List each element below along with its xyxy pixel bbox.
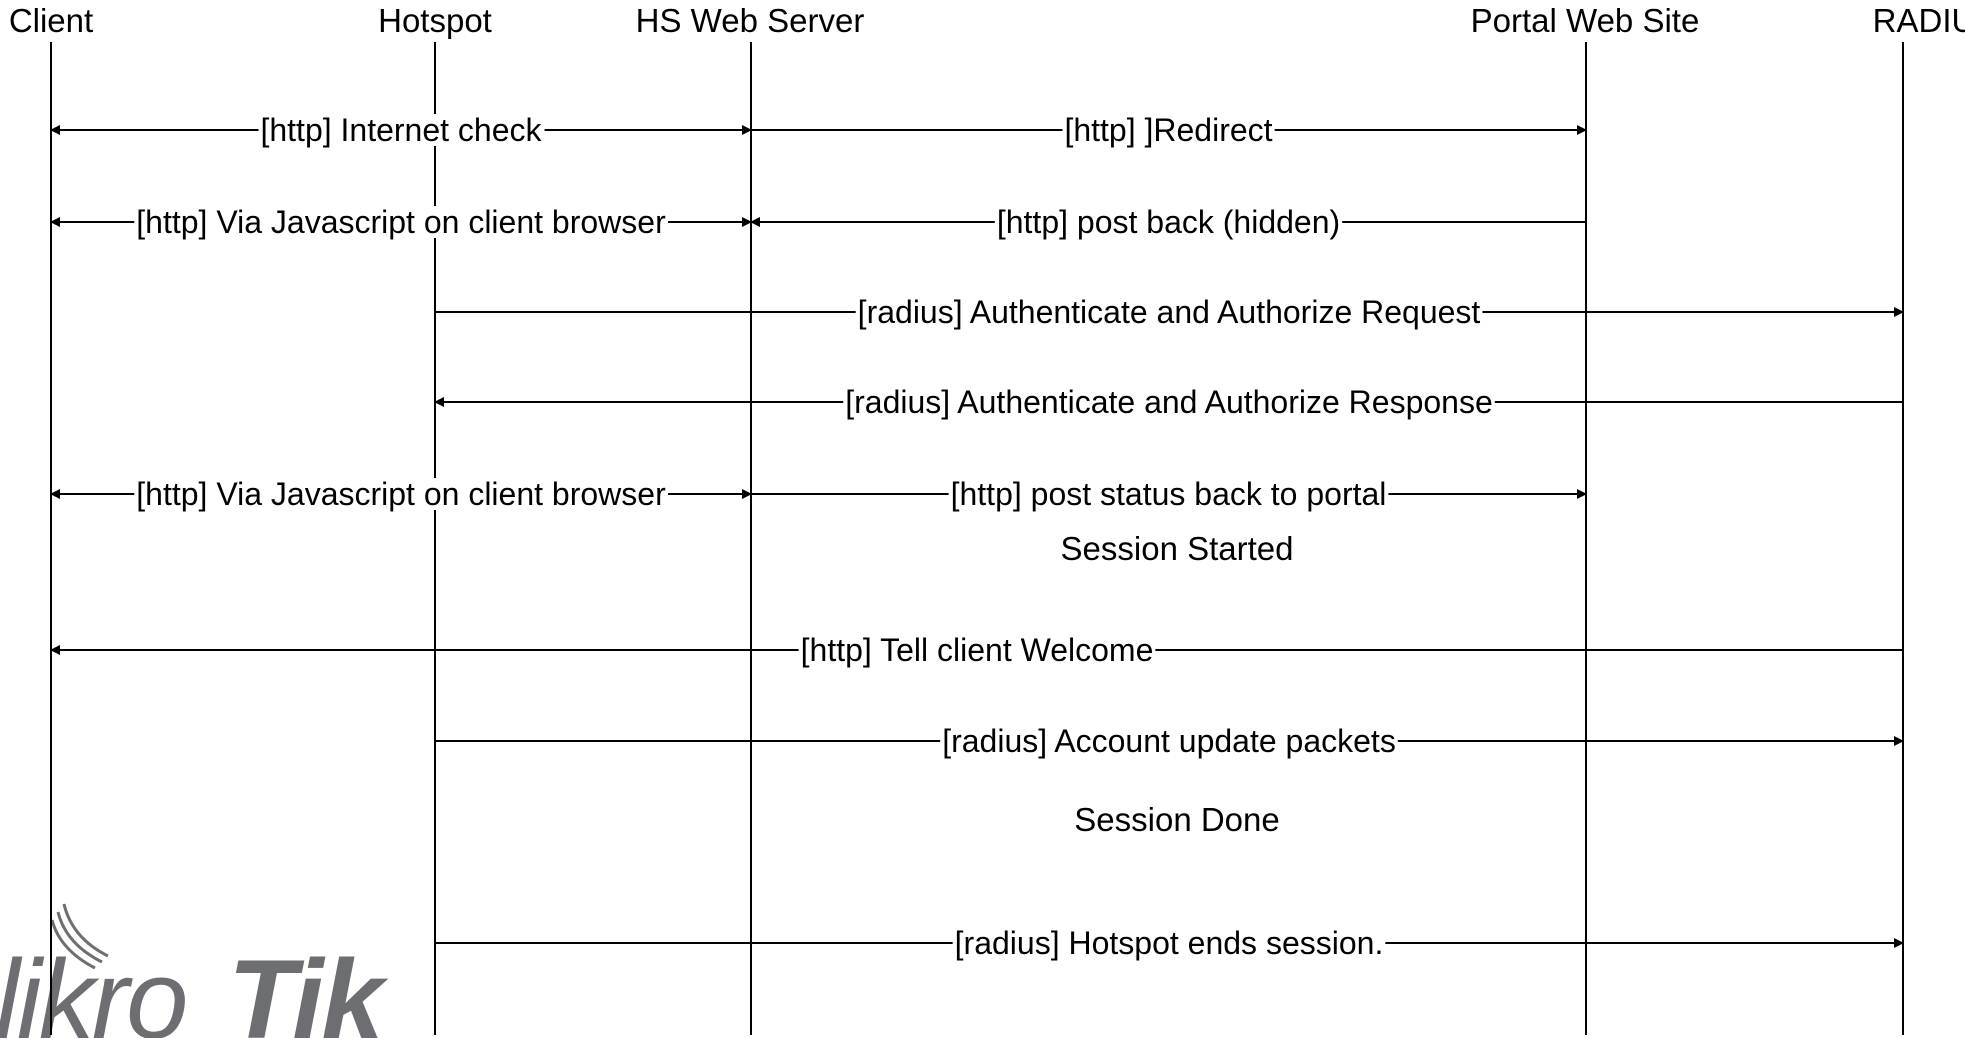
message: [http] Tell client Welcome — [50, 632, 1903, 668]
message-label: [http] post back (hidden) — [997, 204, 1340, 240]
message: [radius] Account update packets — [435, 723, 1904, 759]
message-label-background — [1062, 114, 1275, 146]
message-label: [radius] Hotspot ends session. — [955, 925, 1384, 961]
message-label-background — [948, 478, 1389, 510]
message: [radius] Authenticate and Authorize Requ… — [435, 294, 1904, 330]
message-label: [http] Via Javascript on client browser — [136, 204, 666, 240]
message: [http] Via Javascript on client browser — [50, 204, 752, 240]
message-label-background — [994, 206, 1343, 238]
message-label: [http] Tell client Welcome — [801, 632, 1154, 668]
svg-text:likro: likro — [0, 937, 185, 1038]
message-label-background — [134, 478, 669, 510]
mikrotik-logo: likro Tik — [0, 903, 391, 1038]
message: [http] ]Redirect — [751, 112, 1587, 148]
participant-label-hs_web: HS Web Server — [636, 2, 865, 39]
message-label-background — [258, 114, 545, 146]
message: [radius] Hotspot ends session. — [435, 925, 1904, 961]
message-label-background — [843, 386, 1495, 418]
participant-label-portal: Portal Web Site — [1471, 2, 1700, 39]
message-label: [http] ]Redirect — [1064, 112, 1272, 148]
svg-text:Tik: Tik — [228, 937, 389, 1038]
participant-label-client: Client — [9, 2, 93, 39]
message: [http] post status back to portal — [751, 476, 1587, 512]
message: [http] Internet check — [50, 112, 752, 148]
message-label: [http] Via Javascript on client browser — [136, 476, 666, 512]
message-label: [radius] Authenticate and Authorize Resp… — [845, 384, 1493, 420]
message-label: [radius] Authenticate and Authorize Requ… — [858, 294, 1481, 330]
message-label: [http] post status back to portal — [951, 476, 1387, 512]
message-label-background — [855, 296, 1483, 328]
message-label-background — [798, 634, 1156, 666]
message: [http] Via Javascript on client browser — [50, 476, 752, 512]
message-label: [http] Internet check — [260, 112, 542, 148]
message: [radius] Authenticate and Authorize Resp… — [434, 384, 1903, 420]
session-note: Session Done — [1074, 801, 1279, 838]
participant-label-hotspot: Hotspot — [378, 2, 492, 39]
message: [http] post back (hidden) — [750, 204, 1586, 240]
message-label-background — [952, 927, 1386, 959]
session-note: Session Started — [1061, 530, 1294, 567]
message-label-background — [940, 725, 1398, 757]
message-label-background — [134, 206, 669, 238]
participant-label-radius: RADIUS — [1873, 2, 1965, 39]
message-label: [radius] Account update packets — [942, 723, 1396, 759]
